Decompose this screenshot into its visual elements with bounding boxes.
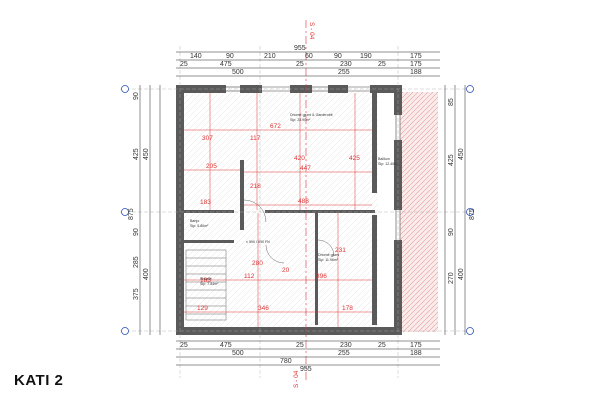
svg-text:Dhomë gjumi: Dhomë gjumi (318, 253, 339, 257)
svg-text:190: 190 (360, 53, 372, 60)
svg-text:285: 285 (133, 256, 140, 268)
svg-text:255: 255 (338, 69, 350, 76)
svg-text:188: 188 (410, 69, 422, 76)
svg-text:955: 955 (300, 366, 312, 373)
left-dimension-lines (139, 85, 161, 335)
svg-text:Ballkon: Ballkon (378, 157, 390, 161)
window-marks (226, 86, 401, 240)
svg-text:178: 178 (342, 305, 353, 312)
svg-text:140: 140 (190, 53, 202, 60)
svg-text:420: 420 (294, 155, 305, 162)
svg-text:25: 25 (180, 61, 188, 68)
svg-text:425: 425 (448, 154, 455, 166)
svg-text:112: 112 (244, 273, 255, 280)
svg-text:Sip: 7.84m²: Sip: 7.84m² (200, 282, 219, 286)
svg-text:210: 210 (264, 53, 276, 60)
svg-text:255: 255 (338, 350, 350, 357)
svg-text:500: 500 (232, 350, 244, 357)
svg-text:90: 90 (448, 228, 455, 236)
level-mark: ± 590 / 690 FN (246, 240, 270, 244)
svg-text:25: 25 (180, 342, 188, 349)
svg-text:450: 450 (458, 148, 465, 160)
svg-text:90: 90 (226, 53, 234, 60)
sheet-title: KATI 2 (14, 372, 64, 389)
interior-dims (184, 93, 372, 327)
svg-text:672: 672 (270, 123, 281, 130)
svg-text:396: 396 (316, 273, 327, 280)
svg-text:375: 375 (133, 288, 140, 300)
svg-text:488: 488 (298, 198, 309, 205)
svg-text:Dhomë gjumi & Garderobë: Dhomë gjumi & Garderobë (290, 113, 333, 117)
bottom-dims: 25 475 25 230 25 175 500 255 188 780 955 (180, 342, 422, 373)
svg-text:218: 218 (250, 183, 261, 190)
svg-text:Banjo: Banjo (190, 219, 199, 223)
interior-dim-labels: 672 307 117 420 425 205 218 447 488 183 … (197, 123, 360, 312)
stair (185, 249, 227, 321)
svg-text:90: 90 (133, 92, 140, 100)
svg-text:175: 175 (410, 342, 422, 349)
svg-text:400: 400 (458, 268, 465, 280)
svg-text:20: 20 (282, 267, 290, 274)
svg-text:183: 183 (200, 199, 211, 206)
svg-text:780: 780 (280, 358, 292, 365)
svg-text:Sip: 11.96m²: Sip: 11.96m² (318, 258, 339, 262)
right-dims: 85 425 90 270 450 400 875 (448, 98, 476, 284)
right-dimension-lines (444, 85, 466, 335)
svg-text:230: 230 (340, 61, 352, 68)
svg-text:875: 875 (469, 208, 476, 220)
top-dims: 955 140 90 210 60 90 190 175 25 475 25 2… (180, 45, 422, 76)
svg-text:90: 90 (334, 53, 342, 60)
svg-text:90: 90 (133, 228, 140, 236)
svg-text:85: 85 (448, 98, 455, 106)
svg-text:447: 447 (300, 165, 311, 172)
svg-text:475: 475 (220, 342, 232, 349)
svg-text:425: 425 (349, 155, 360, 162)
left-dims: 90 425 90 285 375 450 400 875 (128, 92, 150, 300)
svg-text:280: 280 (252, 260, 263, 267)
svg-text:231: 231 (335, 247, 346, 254)
door-swings (243, 199, 335, 264)
svg-text:230: 230 (340, 342, 352, 349)
svg-text:307: 307 (202, 135, 213, 142)
svg-text:Shkallë: Shkallë (200, 277, 212, 281)
svg-text:60: 60 (305, 53, 313, 60)
axis-markers (121, 85, 474, 335)
svg-text:270: 270 (448, 272, 455, 284)
svg-text:117: 117 (250, 135, 261, 142)
svg-text:346: 346 (258, 305, 269, 312)
room-labels: Dhomë gjumi & Garderobë Sip: 25.90m² Bal… (190, 113, 399, 286)
svg-text:Sip: 25.90m²: Sip: 25.90m² (290, 118, 311, 122)
top-dimension-lines (176, 51, 440, 77)
floor-area (178, 88, 378, 328)
svg-text:Sip: 5.80m²: Sip: 5.80m² (190, 224, 209, 228)
svg-text:175: 175 (410, 61, 422, 68)
section-mark-bottom: S - 04 (293, 370, 300, 388)
svg-text:205: 205 (206, 163, 217, 170)
balcony-area (400, 92, 438, 332)
svg-text:25: 25 (378, 342, 386, 349)
svg-text:25: 25 (378, 61, 386, 68)
svg-text:475: 475 (220, 61, 232, 68)
grid-lines (120, 46, 470, 378)
svg-text:875: 875 (128, 208, 135, 220)
svg-text:400: 400 (143, 268, 150, 280)
svg-text:500: 500 (232, 69, 244, 76)
svg-text:188: 188 (410, 350, 422, 357)
section-mark-top: S - 04 (308, 22, 315, 40)
svg-text:25: 25 (296, 342, 304, 349)
svg-text:955: 955 (294, 45, 306, 52)
bottom-dimension-lines (176, 340, 440, 366)
svg-text:183: 183 (200, 277, 211, 284)
svg-text:Sip: 12.40m²: Sip: 12.40m² (378, 162, 399, 166)
svg-text:450: 450 (143, 148, 150, 160)
svg-text:175: 175 (410, 53, 422, 60)
svg-text:425: 425 (133, 148, 140, 160)
svg-text:25: 25 (296, 61, 304, 68)
svg-text:129: 129 (197, 305, 208, 312)
